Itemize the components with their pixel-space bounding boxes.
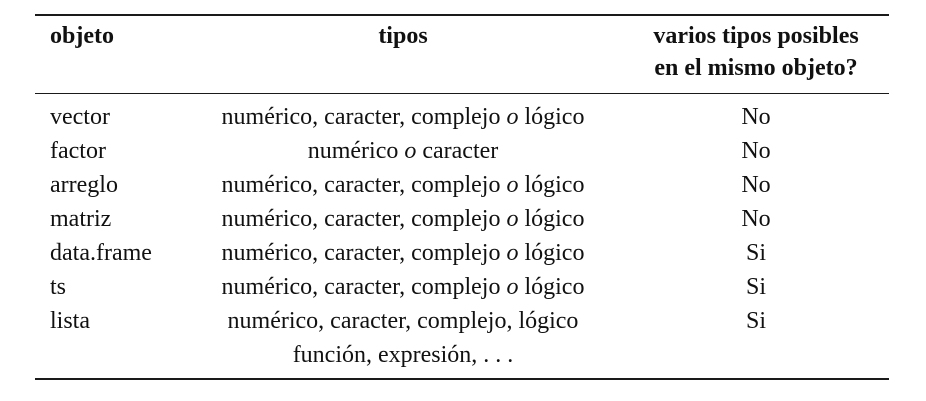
table-row: data.frame numérico, caracter, complejo … (0, 236, 926, 270)
tipos-cell: numérico, caracter, complejo o lógico (188, 168, 618, 202)
objeto-cell: factor (50, 138, 106, 164)
tipos-cell: numérico, caracter, complejo o lógico (188, 236, 618, 270)
tipos-cell: numérico, caracter, complejo, lógico (227, 308, 579, 334)
objeto-cell: matriz (50, 206, 112, 232)
tipos-text: numérico (307, 138, 405, 164)
tipos-text: numérico, caracter, complejo (221, 274, 507, 300)
tipos-text: lógico (518, 104, 585, 130)
objeto-cell: ts (50, 274, 67, 300)
header-varios-line1: varios tipos posibles (653, 23, 859, 49)
varios-cell: Si (745, 240, 766, 266)
header-varios-line2: en el mismo objeto? (654, 55, 858, 81)
header-varios-tipos: varios tipos posibles en el mismo objeto… (622, 20, 890, 84)
table-bottom-rule (35, 378, 889, 380)
header-objeto: objeto (50, 23, 114, 49)
tipos-cell: función, expresión, . . . (292, 342, 514, 368)
tipos-text: caracter (416, 138, 499, 164)
tipos-text: numérico, caracter, complejo (221, 172, 507, 198)
table-header-rule (35, 93, 889, 94)
table-row: factor numérico o caracter No (0, 134, 926, 168)
table-top-rule (35, 14, 889, 16)
objeto-cell: data.frame (50, 240, 152, 266)
objeto-cell: arreglo (50, 172, 118, 198)
tipos-text: lógico (518, 206, 585, 232)
header-tipos: tipos (378, 23, 428, 49)
varios-cell: No (741, 104, 771, 130)
varios-cell: Si (745, 308, 766, 334)
objeto-cell: lista (50, 308, 90, 334)
tipos-text: numérico, caracter, complejo (221, 206, 507, 232)
varios-cell: No (741, 206, 771, 232)
varios-cell: No (741, 172, 771, 198)
table-row-continuation: función, expresión, . . . (0, 338, 926, 372)
table-row: vector numérico, caracter, complejo o ló… (0, 100, 926, 134)
tipos-cell: numérico, caracter, complejo o lógico (188, 270, 618, 304)
table-row: ts numérico, caracter, complejo o lógico… (0, 270, 926, 304)
tipos-text: lógico (518, 240, 585, 266)
tipos-cell: numérico o caracter (188, 134, 618, 168)
table-row: lista numérico, caracter, complejo, lógi… (0, 304, 926, 338)
varios-cell: No (741, 138, 771, 164)
tipos-text: lógico (518, 172, 585, 198)
tipos-text: numérico, caracter, complejo (221, 104, 507, 130)
tipos-cell: numérico, caracter, complejo o lógico (188, 202, 618, 236)
tipos-text: lógico (518, 274, 585, 300)
table-row: arreglo numérico, caracter, complejo o l… (0, 168, 926, 202)
table-row: matriz numérico, caracter, complejo o ló… (0, 202, 926, 236)
varios-cell: Si (745, 274, 766, 300)
tipos-conjunction: o (506, 240, 519, 266)
tipos-conjunction: o (506, 206, 519, 232)
objeto-cell: vector (50, 104, 110, 130)
tipos-conjunction: o (506, 104, 519, 130)
tipos-conjunction: o (506, 172, 519, 198)
tipos-text: numérico, caracter, complejo (221, 240, 507, 266)
tipos-conjunction: o (404, 138, 417, 164)
tipos-conjunction: o (506, 274, 519, 300)
tipos-cell: numérico, caracter, complejo o lógico (188, 100, 618, 134)
